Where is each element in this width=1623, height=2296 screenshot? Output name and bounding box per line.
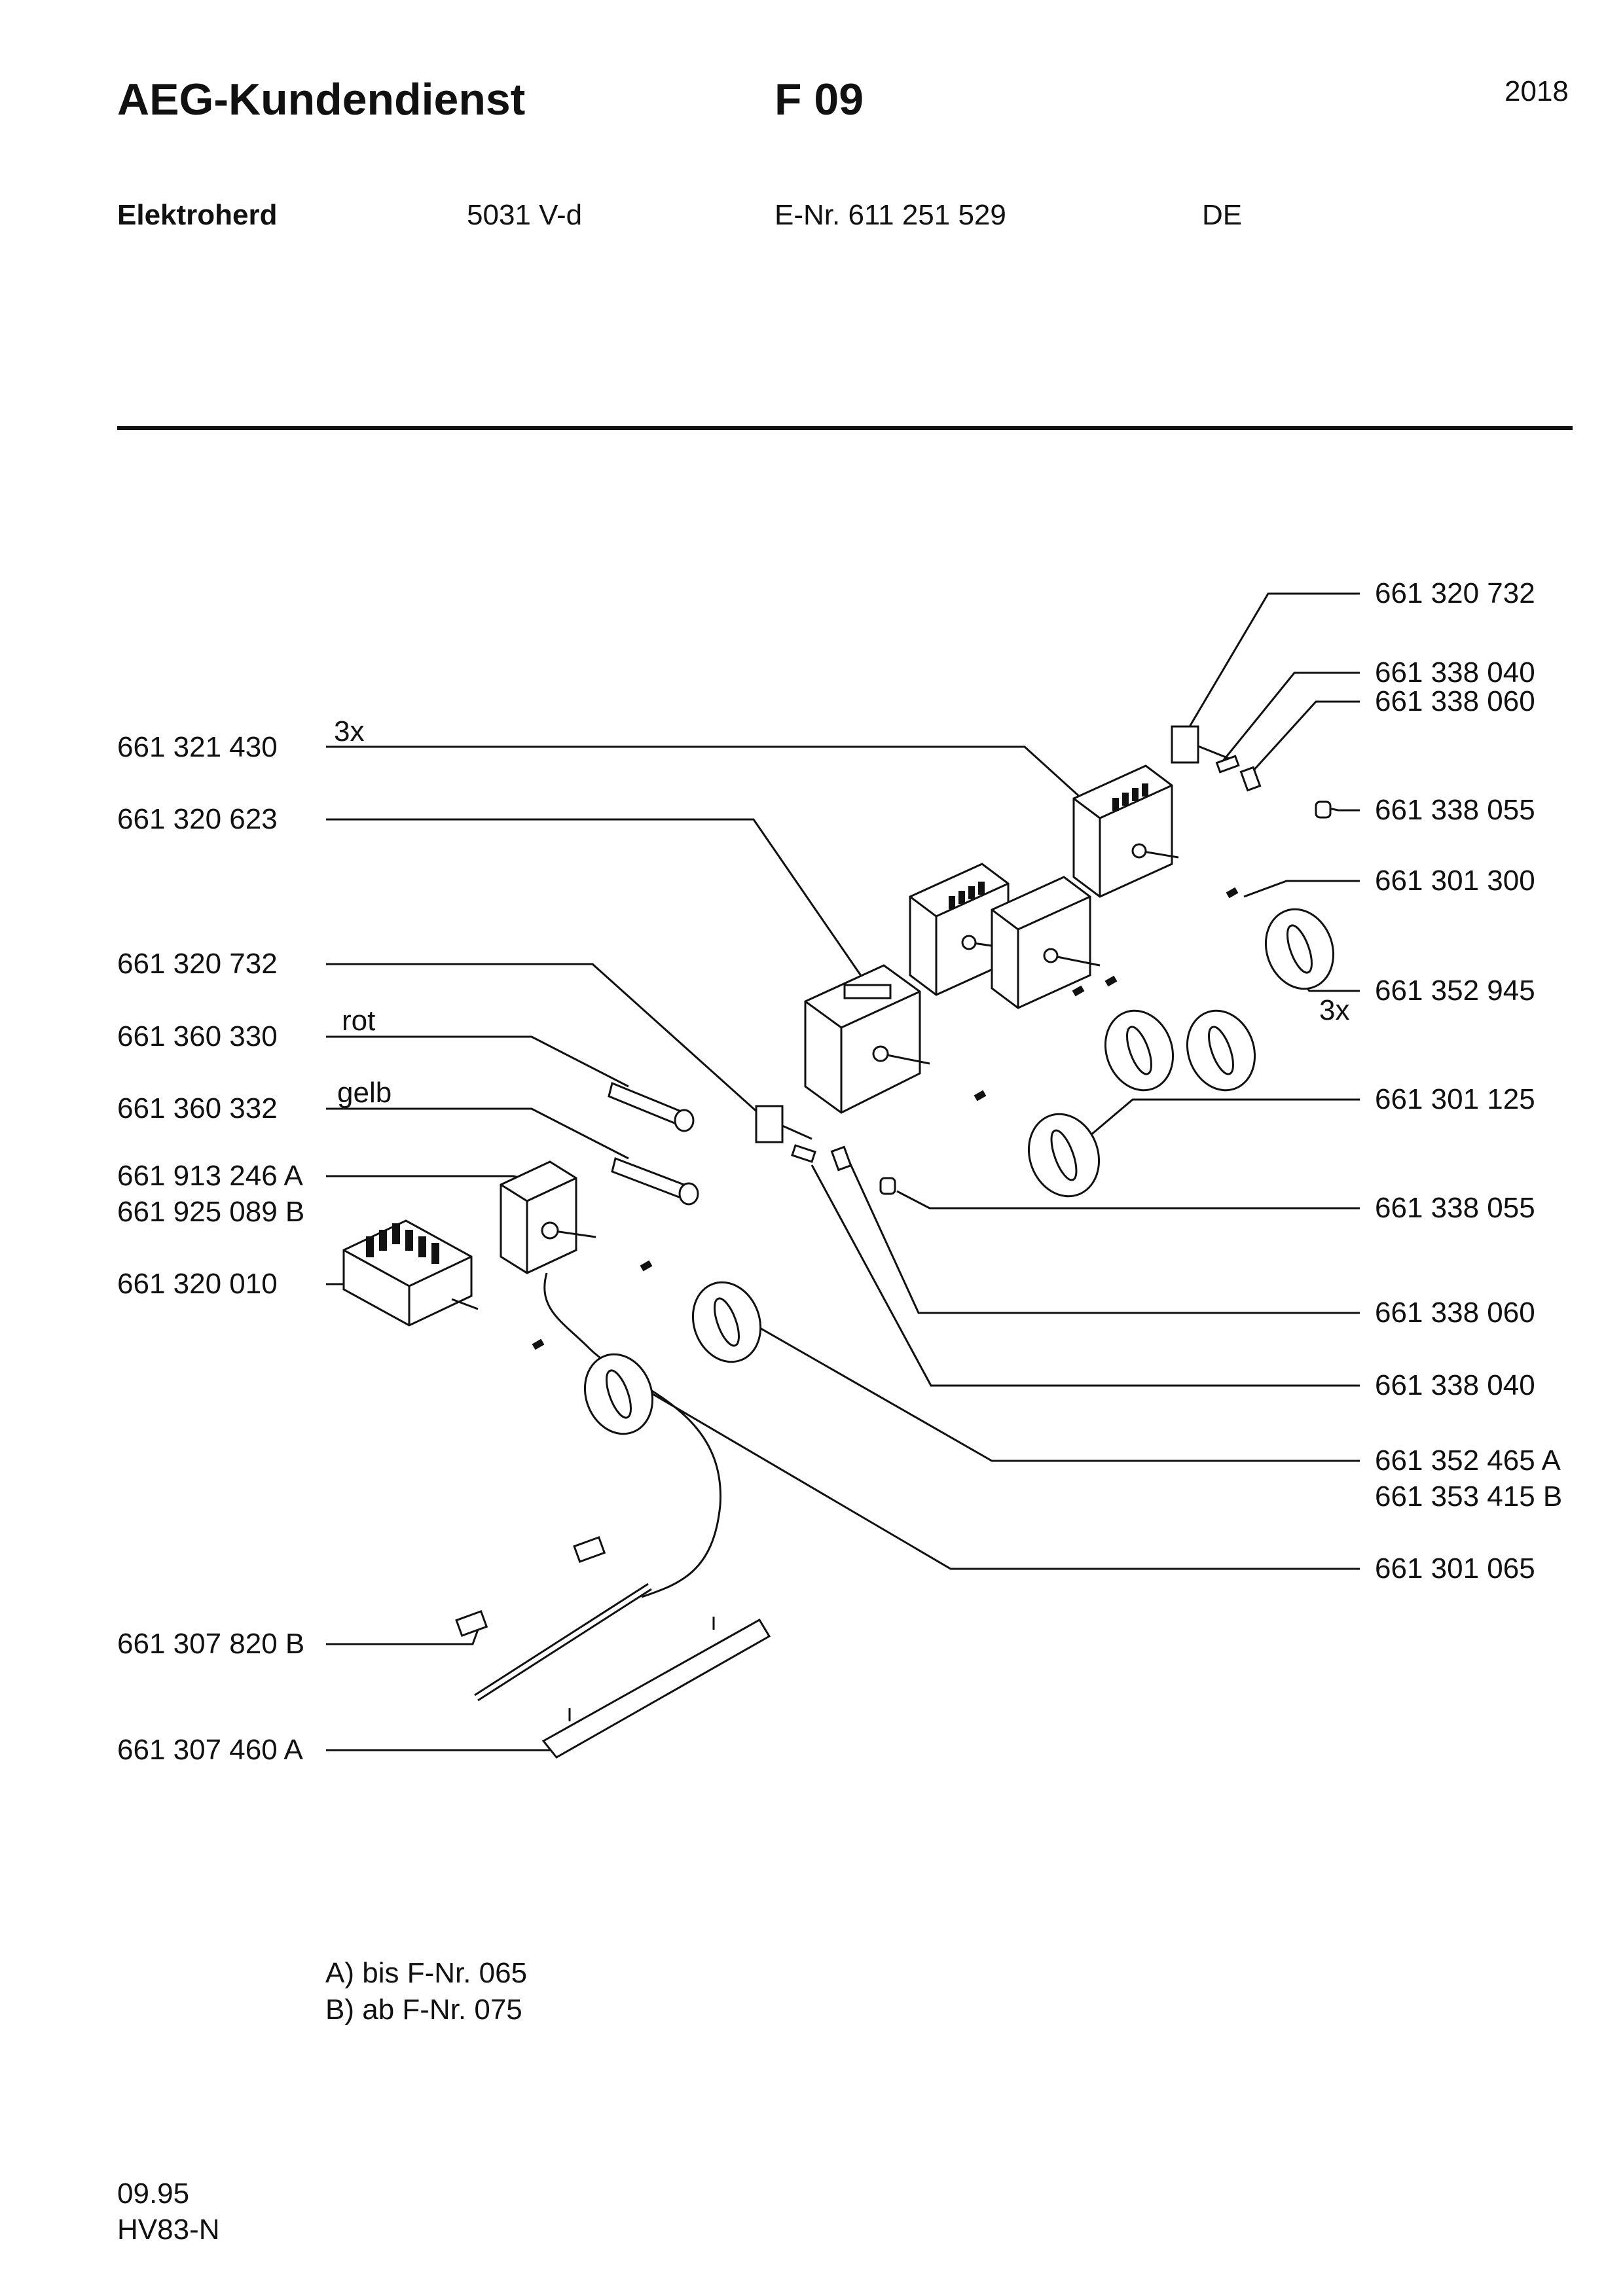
energy-regulator-switch — [1072, 764, 1179, 898]
microswitch — [1171, 725, 1332, 899]
knob — [1186, 1009, 1256, 1092]
knob — [1104, 1009, 1175, 1092]
knob — [1264, 908, 1335, 990]
color-label-red: rot — [342, 1005, 376, 1037]
quantity-label: 3x — [1319, 994, 1350, 1026]
part-number: 661 320 732 — [117, 948, 278, 980]
terminal-block — [342, 1219, 479, 1327]
product-name: Elektroherd — [117, 199, 278, 231]
part-number: 661 338 040 — [1375, 1369, 1535, 1401]
part-number: 661 360 332 — [117, 1092, 278, 1124]
indicator-lamp-yellow — [611, 1157, 699, 1206]
footer-code: HV83-N — [117, 2214, 220, 2246]
year: 2018 — [1504, 75, 1569, 107]
footer-date: 09.95 — [117, 2178, 190, 2210]
part-number: 661 301 300 — [1375, 865, 1535, 897]
part-number: 661 301 065 — [1375, 1552, 1535, 1585]
part-number: 661 352 945 — [1375, 975, 1535, 1007]
part-number: 661 321 430 — [117, 731, 278, 763]
part-number: 661 320 732 — [1375, 577, 1535, 609]
part-number: 661 307 460 A — [117, 1734, 303, 1766]
part-number: 661 307 820 B — [117, 1628, 305, 1660]
knob — [691, 1281, 762, 1363]
part-number: 661 925 089 B — [117, 1196, 305, 1228]
part-number: 661 338 055 — [1375, 1192, 1535, 1224]
microswitch — [755, 1105, 896, 1195]
part-number: 661 338 055 — [1375, 794, 1535, 826]
indicator-lamp-red — [608, 1081, 695, 1132]
part-number: 661 320 623 — [117, 803, 278, 835]
part-number: 661 913 246 A — [117, 1160, 303, 1192]
color-label-yellow: gelb — [337, 1077, 392, 1109]
e-number: E-Nr. 611 251 529 — [775, 199, 1006, 231]
model-number: 5031 V-d — [467, 199, 583, 231]
part-number: 661 338 060 — [1375, 685, 1535, 717]
part-number: 661 338 040 — [1375, 656, 1535, 689]
mounting-bracket — [541, 1617, 771, 1759]
oven-function-switch — [804, 964, 930, 1114]
knob — [1027, 1113, 1101, 1198]
section-code: F 09 — [775, 75, 864, 124]
note-a: A) bis F-Nr. 065 — [325, 1957, 528, 1989]
part-number: 661 353 415 B — [1375, 1480, 1563, 1513]
knob — [583, 1353, 654, 1435]
part-number: 661 338 060 — [1375, 1297, 1535, 1329]
part-number: 661 352 465 A — [1375, 1444, 1561, 1477]
part-number: 661 360 330 — [117, 1020, 278, 1052]
clips — [532, 975, 1118, 1350]
country-code: DE — [1202, 199, 1243, 231]
part-number: 661 320 010 — [117, 1268, 278, 1300]
energy-regulator-switch — [991, 876, 1101, 1009]
note-b: B) ab F-Nr. 075 — [325, 1994, 522, 2026]
leader-lines-right — [641, 592, 1360, 1570]
thermostat — [500, 1160, 721, 1598]
quantity-label: 3x — [334, 715, 365, 747]
part-number: 661 301 125 — [1375, 1083, 1535, 1115]
page-title: AEG-Kundendienst — [117, 75, 526, 124]
header-divider — [117, 426, 1573, 430]
temperature-sensor — [455, 1535, 652, 1702]
